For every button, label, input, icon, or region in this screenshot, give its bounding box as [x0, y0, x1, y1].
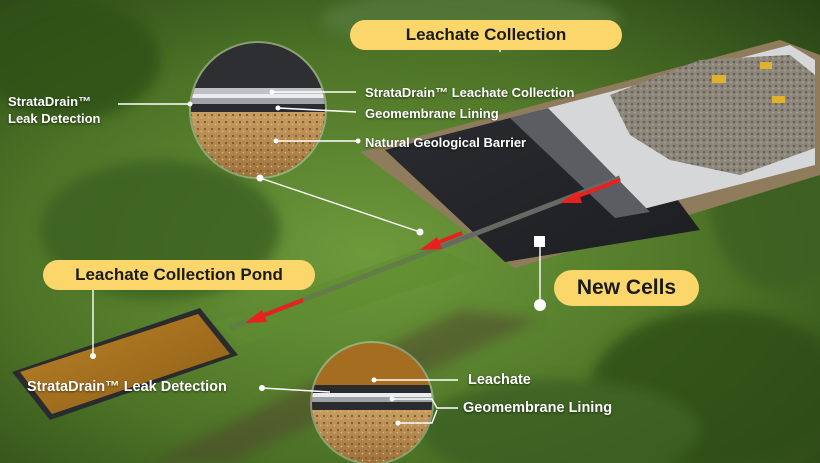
leachate-collection-callout: Leachate Collection [350, 20, 622, 50]
bottom-leak-detection-label: StrataDrain™ Leak Detection [27, 379, 227, 395]
bottom-leachate-label: Leachate [468, 372, 531, 388]
cell-drain-strip [510, 108, 650, 218]
new-cells-callout: New Cells [554, 270, 699, 306]
new-cells-marker [534, 236, 545, 247]
flow-arrow-icon [245, 298, 304, 323]
top-barrier-label: Natural Geological Barrier [365, 135, 527, 150]
top-left-label-line2: Leak Detection [8, 111, 101, 126]
machinery-icon [712, 62, 785, 103]
top-left-label-line1: StrataDrain™ [8, 94, 92, 109]
leader-dots [90, 89, 546, 426]
flow-arrow-icon [560, 178, 621, 203]
bottom-geomembrane-label: Geomembrane Lining [463, 400, 613, 416]
leader-lines [92, 34, 541, 424]
collection-pond-fill [20, 314, 230, 414]
top-geomembrane-label: Geomembrane Lining [365, 106, 499, 121]
flow-arrow-icon [420, 231, 463, 250]
top-leachate-collection-label: StrataDrain™ Leachate Collection [365, 85, 575, 100]
leachate-collection-pond-callout: Leachate Collection Pond [43, 260, 315, 290]
